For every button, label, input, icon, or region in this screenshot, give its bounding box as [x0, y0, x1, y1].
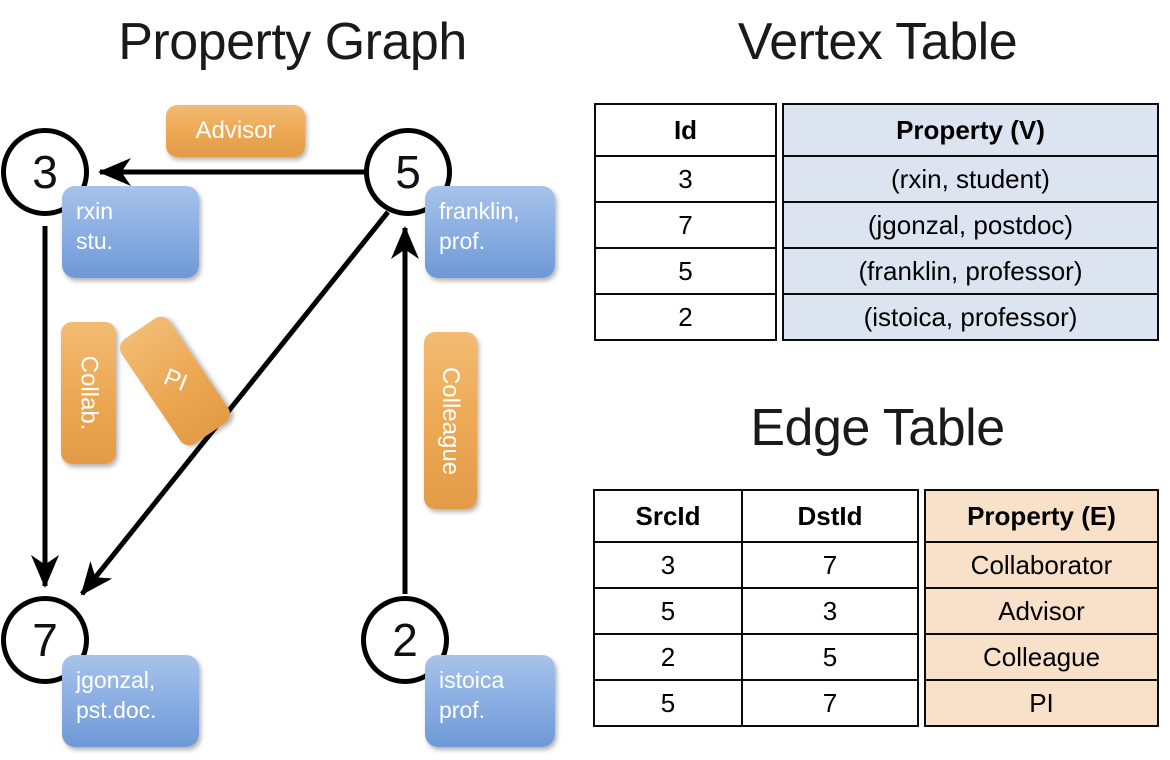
- table-header-row: SrcId DstId Property (E): [593, 489, 1159, 543]
- table-row[interactable]: 5 3 Advisor: [593, 587, 1159, 635]
- edge-cell-srcid: 3: [593, 541, 743, 589]
- edge-header-srcid: SrcId: [593, 489, 743, 543]
- edge-cell-dstid: 5: [741, 633, 919, 681]
- edge-5-to-7: [80, 210, 390, 596]
- edge-label-colleague-text: Colleague: [437, 366, 465, 475]
- vertex-cell-id: 5: [594, 247, 777, 295]
- column-gap: [918, 634, 925, 680]
- column-gap: [776, 294, 783, 340]
- column-gap: [918, 588, 925, 634]
- column-gap: [776, 248, 783, 294]
- vertex-table: Id Property (V) 3 (rxin, student) 7 (jgo…: [594, 103, 1159, 341]
- vertex-header-property: Property (V): [782, 103, 1159, 157]
- vertex-header-id: Id: [594, 103, 777, 157]
- page-title-property-graph: Property Graph: [118, 13, 467, 71]
- table-row[interactable]: 3 7 Collaborator: [593, 541, 1159, 589]
- node-label-rxin: rxin stu.: [62, 186, 199, 278]
- page-title-vertex-table: Vertex Table: [737, 13, 1018, 71]
- edge-cell-dstid: 7: [741, 679, 919, 727]
- vertex-cell-property: (istoica, professor): [782, 293, 1159, 341]
- graph-edges-svg: [30, 157, 420, 596]
- edge-table: SrcId DstId Property (E) 3 7 Collaborato…: [593, 489, 1159, 727]
- page-title-edge-table: Edge Table: [750, 399, 1005, 457]
- column-gap: [776, 104, 783, 156]
- edge-cell-dstid: 7: [741, 541, 919, 589]
- node-label-istoica: istoica prof.: [425, 655, 555, 747]
- edge-cell-property: Colleague: [924, 633, 1159, 681]
- vertex-cell-id: 2: [594, 293, 777, 341]
- edge-cell-dstid: 3: [741, 587, 919, 635]
- node-label-jgonzal-line1: jgonzal,: [76, 667, 156, 693]
- edge-label-colleague: Colleague: [424, 332, 477, 509]
- table-row[interactable]: 2 (istoica, professor): [594, 293, 1159, 341]
- column-gap: [776, 202, 783, 248]
- node-label-istoica-line1: istoica: [439, 667, 505, 693]
- vertex-cell-id: 7: [594, 201, 777, 249]
- table-row[interactable]: 5 7 PI: [593, 679, 1159, 727]
- node-label-franklin-line2: prof.: [439, 228, 486, 254]
- table-header-row: Id Property (V): [594, 103, 1159, 157]
- edge-label-pi-text: PI: [159, 363, 191, 398]
- table-row[interactable]: 3 (rxin, student): [594, 155, 1159, 203]
- column-gap: [776, 156, 783, 202]
- column-gap: [918, 542, 925, 588]
- edge-cell-srcid: 5: [593, 587, 743, 635]
- edge-cell-srcid: 5: [593, 679, 743, 727]
- vertex-cell-property: (franklin, professor): [782, 247, 1159, 295]
- node-label-rxin-line1: rxin: [76, 198, 114, 224]
- table-row[interactable]: 5 (franklin, professor): [594, 247, 1159, 295]
- table-row[interactable]: 7 (jgonzal, postdoc): [594, 201, 1159, 249]
- node-label-istoica-line2: prof.: [439, 697, 486, 723]
- edge-label-advisor-text: Advisor: [195, 117, 276, 144]
- vertex-cell-property: (rxin, student): [782, 155, 1159, 203]
- table-row[interactable]: 2 5 Colleague: [593, 633, 1159, 681]
- edge-cell-property: Advisor: [924, 587, 1159, 635]
- vertex-cell-property: (jgonzal, postdoc): [782, 201, 1159, 249]
- node-label-jgonzal: jgonzal, pst.doc.: [62, 655, 199, 747]
- edge-cell-property: Collaborator: [924, 541, 1159, 589]
- node-label-rxin-line2: stu.: [76, 228, 114, 254]
- column-gap: [918, 490, 925, 542]
- column-gap: [918, 680, 925, 726]
- edge-cell-srcid: 2: [593, 633, 743, 681]
- property-graph-diagram: 3 5 7 2 rxin stu. franklin, prof. jgonza…: [1, 105, 555, 747]
- edge-header-dstid: DstId: [741, 489, 919, 543]
- graph-node-2[interactable]: 2: [361, 596, 449, 684]
- edge-header-property: Property (E): [924, 489, 1159, 543]
- edge-label-collab: Collab.: [61, 322, 116, 464]
- edge-label-advisor: Advisor: [166, 105, 305, 157]
- node-label-jgonzal-line2: pst.doc.: [76, 697, 157, 723]
- node-label-franklin-line1: franklin,: [439, 198, 520, 224]
- edge-cell-property: PI: [924, 679, 1159, 727]
- node-label-franklin: franklin, prof.: [425, 186, 555, 278]
- vertex-cell-id: 3: [594, 155, 777, 203]
- edge-label-collab-text: Collab.: [75, 355, 103, 431]
- graph-node-5[interactable]: 5: [364, 128, 452, 216]
